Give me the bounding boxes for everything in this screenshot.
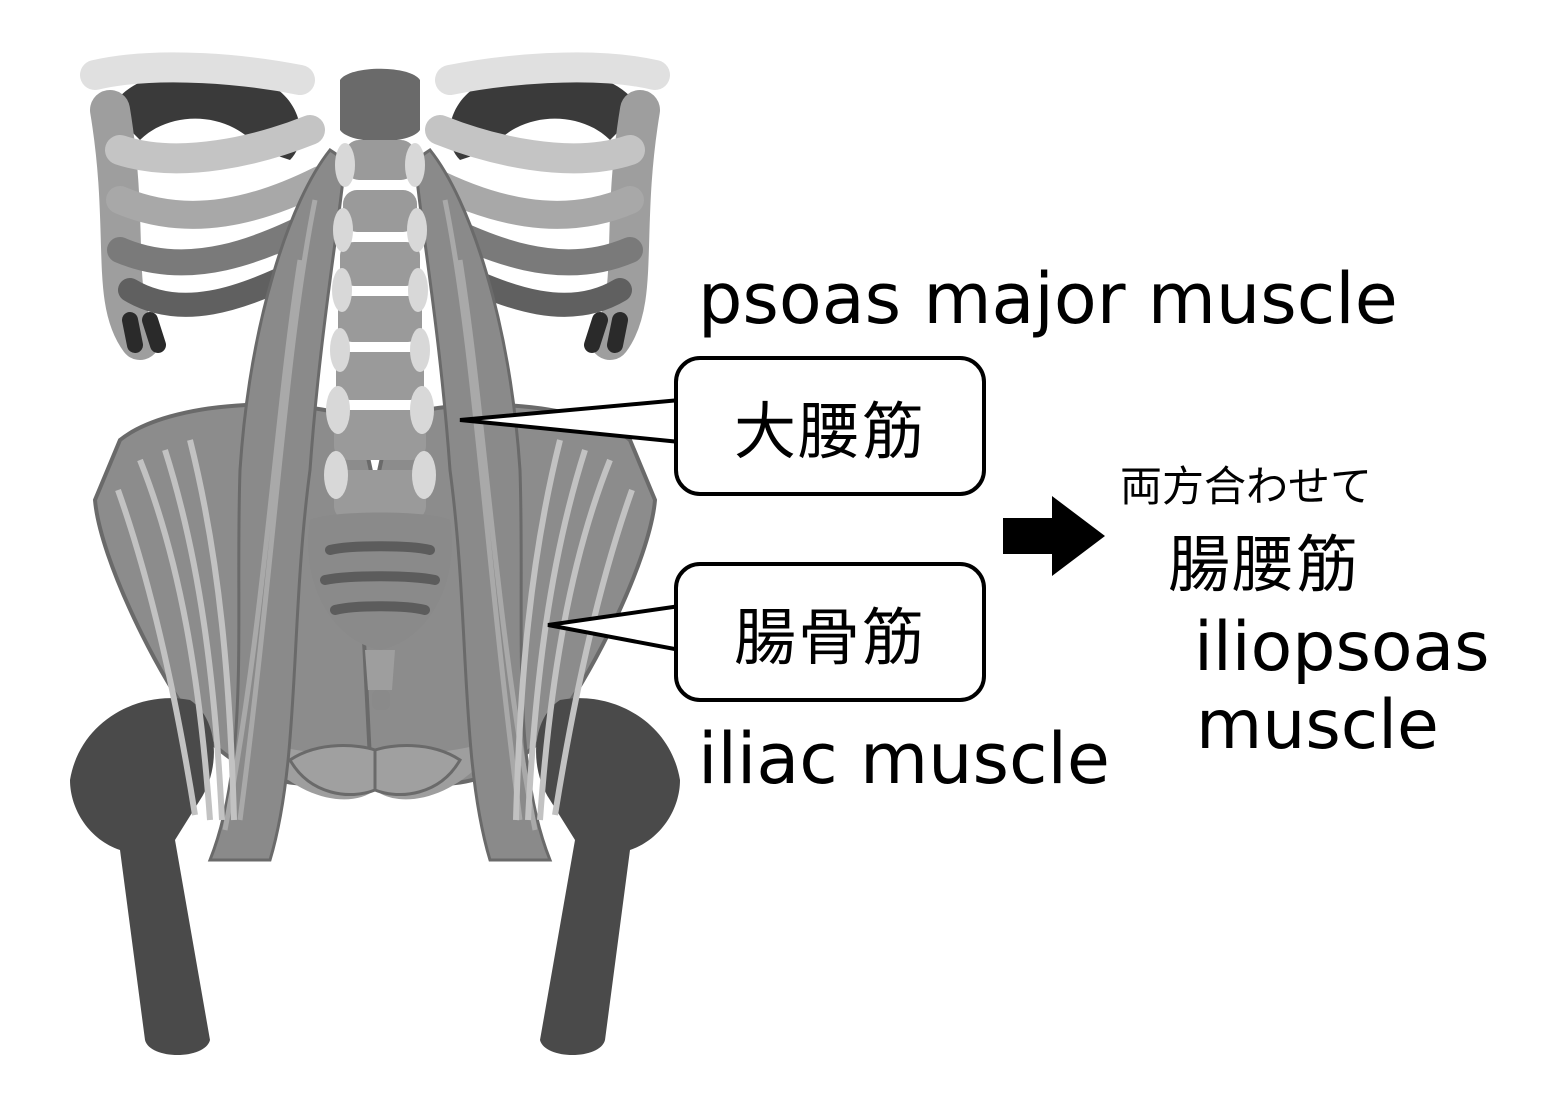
- iliopsoas-english-line2: muscle: [1196, 686, 1439, 765]
- femurs: [70, 698, 680, 1055]
- vertebral-processes: [324, 143, 436, 499]
- right-arrow-icon: [1003, 496, 1105, 576]
- iliac-english-label: iliac muscle: [698, 718, 1111, 800]
- iliopsoas-english-line1: iliopsoas: [1194, 608, 1490, 687]
- iliac-callout: 腸骨筋: [674, 562, 986, 702]
- psoas-callout: 大腰筋: [674, 356, 986, 496]
- spine: [308, 68, 452, 710]
- psoas-major-muscles: [207, 147, 553, 862]
- iliopsoas-japanese-label: 腸腰筋: [1168, 528, 1361, 601]
- psoas-callout-pointer: [459, 398, 681, 444]
- iliac-japanese-label: 腸骨筋: [733, 601, 926, 674]
- psoas-japanese-label: 大腰筋: [733, 395, 926, 468]
- combined-note: 両方合わせて: [1120, 462, 1373, 511]
- psoas-english-label: psoas major muscle: [698, 258, 1398, 340]
- pubic-symphysis: [288, 744, 462, 797]
- iliac-callout-pointer: [547, 604, 681, 652]
